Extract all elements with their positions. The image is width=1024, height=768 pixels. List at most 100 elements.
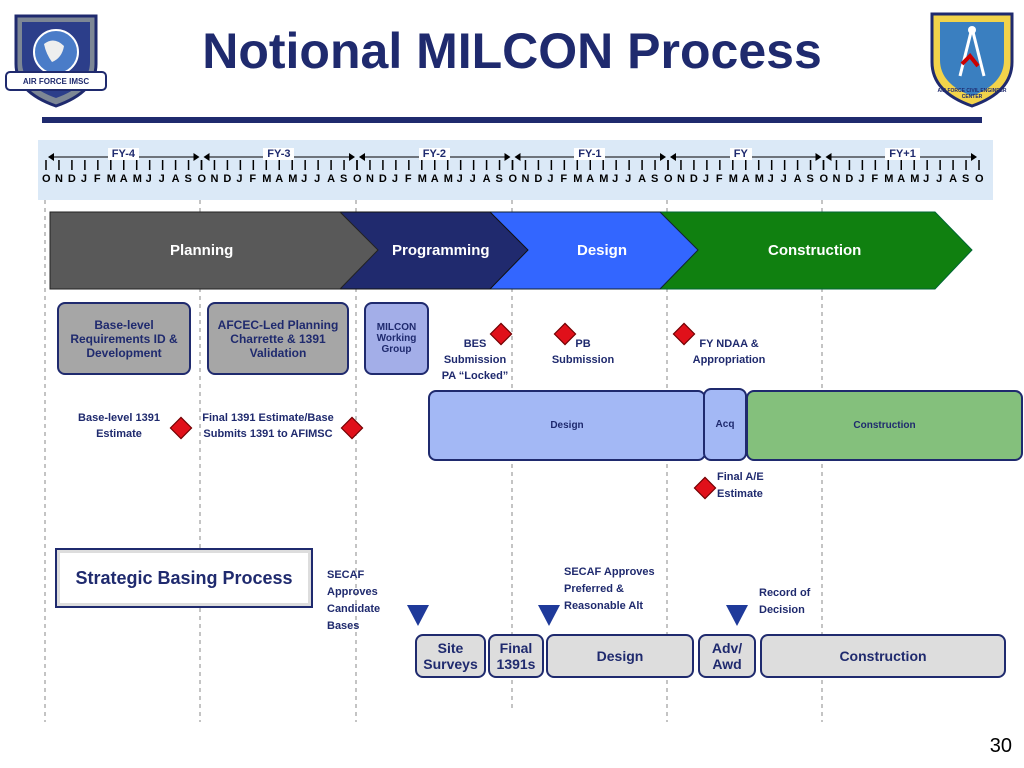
fy-label: FY xyxy=(729,148,752,160)
month-letter: J xyxy=(314,173,321,185)
construction-bar: Construction xyxy=(746,390,1023,461)
month-letter: O xyxy=(353,173,362,185)
acq-bar: Acq xyxy=(703,388,747,461)
fy-label: FY-4 xyxy=(107,148,139,160)
month-letter: M xyxy=(288,173,298,185)
month-letter: A xyxy=(482,173,491,185)
month-letter: F xyxy=(404,173,412,185)
month-letter: S xyxy=(806,173,814,185)
month-letter: D xyxy=(534,173,543,185)
pb-submission-label: PB Submission xyxy=(551,338,615,366)
month-letter: M xyxy=(573,173,583,185)
af-imsc-logo: AIR FORCE IMSC xyxy=(4,6,108,110)
phase-design: Design xyxy=(577,242,628,259)
month-letter: A xyxy=(949,173,958,185)
month-letter: J xyxy=(702,173,709,185)
month-letter: M xyxy=(443,173,453,185)
fy-span-arrowhead xyxy=(815,153,822,161)
month-letter: A xyxy=(327,173,336,185)
phase-planning: Planning xyxy=(170,242,234,259)
month-letter: O xyxy=(975,173,984,185)
phase-programming: Programming xyxy=(392,242,490,259)
af-imsc-logo-text: AIR FORCE IMSC xyxy=(22,77,90,86)
month-letter: O xyxy=(42,173,51,185)
secaf-candidate-label: SECAF Approves Candidate Bases xyxy=(327,569,381,632)
month-letter: J xyxy=(858,173,865,185)
secaf-preferred-label: SECAF Approves Preferred & Reasonable Al… xyxy=(564,566,655,612)
phase-chevrons xyxy=(49,211,973,290)
month-letter: A xyxy=(638,173,647,185)
month-letter: M xyxy=(599,173,609,185)
month-letter: S xyxy=(495,173,503,185)
fy-span-arrowhead xyxy=(193,153,200,161)
final-ae-estimate-label: Final A/E Estimate xyxy=(717,471,764,500)
phase-construction: Construction xyxy=(768,242,862,259)
fy-span-arrowhead xyxy=(971,153,977,161)
month-letter: J xyxy=(391,173,398,185)
strategic-basing-box: Strategic Basing Process xyxy=(55,548,313,608)
fy-span-arrowhead xyxy=(203,153,210,161)
month-letter: D xyxy=(689,173,698,185)
fy-label: FY-2 xyxy=(418,148,450,160)
month-letter: M xyxy=(132,173,142,185)
base-level-requirements-box: Base-level Requirements ID & Development xyxy=(57,302,191,375)
fy-span-arrowhead xyxy=(670,153,676,161)
fy-span-arrowhead xyxy=(48,153,54,161)
month-letter: A xyxy=(171,173,180,185)
month-letter: O xyxy=(664,173,673,185)
month-letter: O xyxy=(197,173,207,185)
month-letter: N xyxy=(521,173,530,185)
bes-submission-label: BES Submission PA “Locked” xyxy=(441,338,509,382)
final-1391s-box: Final 1391s xyxy=(488,634,544,678)
month-letter: J xyxy=(236,173,243,185)
month-letter: S xyxy=(651,173,659,185)
month-letter: F xyxy=(560,173,568,185)
month-letter: M xyxy=(754,173,764,185)
month-letter: J xyxy=(936,173,943,185)
month-letter: N xyxy=(676,173,685,185)
month-letter: J xyxy=(547,173,554,185)
month-letter: S xyxy=(340,173,348,185)
month-letter: J xyxy=(158,173,165,185)
month-letter: J xyxy=(301,173,308,185)
month-letter: N xyxy=(210,173,219,185)
month-letter: N xyxy=(832,173,841,185)
month-letter: A xyxy=(275,173,284,185)
fy-span-arrowhead xyxy=(660,153,666,161)
month-letter: F xyxy=(871,173,879,185)
month-letter: M xyxy=(106,173,116,185)
month-letter: N xyxy=(54,173,63,185)
month-letter: A xyxy=(430,173,439,185)
base-level-estimate-label: Base-level 1391 Estimate xyxy=(78,412,160,440)
page-title: Notional MILCON Process xyxy=(202,23,822,79)
month-letter: A xyxy=(586,173,595,185)
record-of-decision-label: Record of Decision xyxy=(759,587,811,616)
month-letter: S xyxy=(962,173,970,185)
month-letter: A xyxy=(793,173,802,185)
page-number: 30 xyxy=(989,735,1012,757)
fy-span-arrowhead xyxy=(349,153,355,161)
month-letter: J xyxy=(80,173,87,185)
month-letter: M xyxy=(417,173,427,185)
triangle-record-icon xyxy=(726,605,748,626)
month-letter: D xyxy=(378,173,387,185)
month-letter: F xyxy=(715,173,723,185)
planning-chevron xyxy=(49,211,379,290)
month-letter: D xyxy=(845,173,854,185)
milcon-working-group-box: MILCON Working Group xyxy=(364,302,429,375)
triangle-candidate-icon xyxy=(407,605,429,626)
month-letter: J xyxy=(612,173,619,185)
design-step-box: Design xyxy=(546,634,694,678)
month-letter: A xyxy=(119,173,128,185)
fy-label: FY+1 xyxy=(885,148,920,160)
triangle-preferred-icon xyxy=(538,605,560,626)
month-letter: M xyxy=(910,173,920,185)
month-letter: D xyxy=(223,173,232,185)
month-letter: O xyxy=(508,173,518,185)
afcec-logo-text: AIR FORCE CIVIL ENGINEER CENTER xyxy=(937,88,1007,100)
month-letter: D xyxy=(67,173,76,185)
adv-awd-box: Adv/ Awd xyxy=(698,634,756,678)
month-letter: M xyxy=(262,173,272,185)
